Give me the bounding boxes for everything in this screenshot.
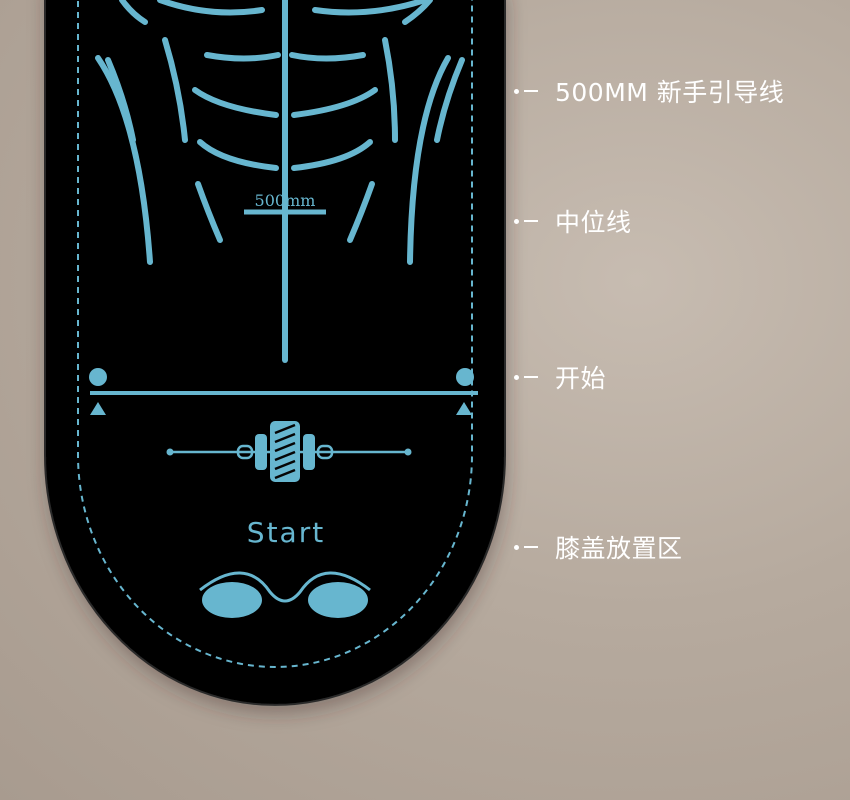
- callout-dot: [514, 218, 519, 224]
- callout-start: 开始: [514, 362, 607, 393]
- dashed-border: [77, 0, 473, 668]
- ab-left-3: [197, 139, 279, 171]
- ab-right-2: [291, 87, 378, 118]
- torso-guide: [95, 0, 465, 363]
- callout-center-line: 中位线: [514, 206, 632, 237]
- callout-tick: [524, 220, 538, 222]
- torso-side-right: [407, 55, 451, 265]
- side-mark-left-2: [162, 37, 188, 143]
- callout-label-knee-zone: 膝盖放置区: [555, 534, 683, 563]
- ab-lower-left: [195, 181, 223, 243]
- ab-left-1: [204, 52, 281, 62]
- callout-label-guide-line: 500MM 新手引导线: [555, 78, 785, 107]
- callout-dot: [514, 88, 519, 94]
- start-triangle-right: [456, 402, 472, 415]
- collar-left: [119, 0, 148, 25]
- ab-lower-right: [347, 181, 375, 243]
- knee-pad-icon: [199, 571, 371, 618]
- distance-label: 500mm: [255, 191, 316, 210]
- callout-tick: [524, 90, 538, 92]
- side-mark-left: [105, 57, 136, 143]
- callout-dot: [514, 374, 519, 380]
- start-triangle-left: [90, 402, 106, 415]
- callout-dot: [514, 544, 519, 550]
- side-mark-right-2: [382, 37, 398, 143]
- callout-label-start: 开始: [555, 364, 607, 393]
- mat-body: [44, 0, 506, 706]
- collar-right: [402, 0, 433, 25]
- ab-left-2: [192, 87, 279, 118]
- chest-line-left: [157, 0, 265, 16]
- ab-roller-icon: [166, 421, 412, 482]
- side-mark-right: [434, 57, 465, 143]
- chest-line-right: [312, 0, 428, 16]
- ab-right-3: [291, 139, 373, 171]
- callout-tick: [524, 546, 538, 548]
- start-label: Start: [247, 516, 325, 549]
- callout-guide-line: 500MM 新手引导线: [514, 76, 785, 107]
- callout-tick: [524, 376, 538, 378]
- start-dot-left: [89, 368, 107, 386]
- start-dot-right: [456, 368, 474, 386]
- callout-knee-zone: 膝盖放置区: [514, 532, 683, 563]
- ab-right-1: [289, 52, 366, 62]
- callout-label-center-line: 中位线: [555, 208, 632, 237]
